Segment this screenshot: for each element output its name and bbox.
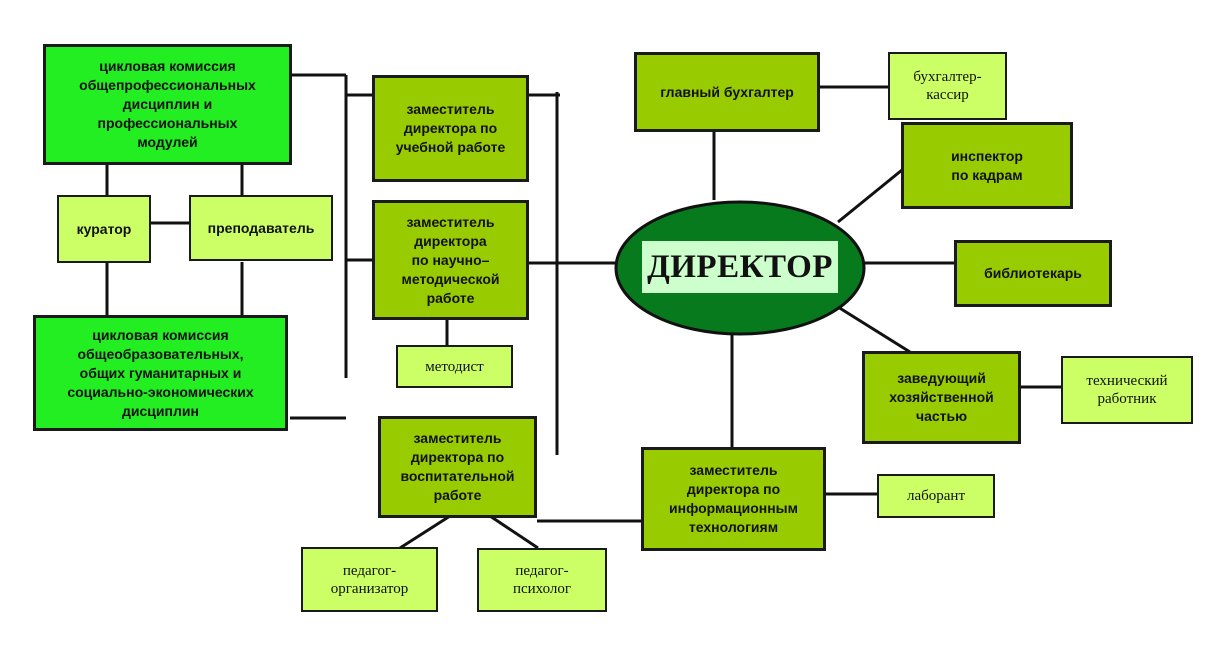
facilities-head-node: заведующий хозяйственной частью <box>862 351 1021 444</box>
deputy-methodical-node: заместитель директора по научно– методич… <box>372 200 529 320</box>
hr-inspector-node: инспектор по кадрам <box>901 122 1073 209</box>
deputy-academic-node: заместитель директора по учебной работе <box>372 75 529 182</box>
technical-worker-node: технический работник <box>1061 356 1193 424</box>
accountant-cashier-node: бухгалтер- кассир <box>888 52 1007 120</box>
methodist-node: методист <box>396 345 513 388</box>
curator-node: куратор <box>57 195 151 263</box>
teacher-psychologist-node: педагог- психолог <box>477 548 607 612</box>
chief-accountant-node: главный бухгалтер <box>634 52 820 132</box>
librarian-node: библиотекарь <box>954 240 1112 307</box>
director-node: ДИРЕКТОР <box>642 241 838 293</box>
lab-assistant-node: лаборант <box>877 474 995 518</box>
deputy-it-node: заместитель директора по информационным … <box>641 447 826 551</box>
deputy-educational-node: заместитель директора по воспитательной … <box>378 416 537 518</box>
teacher-node: преподаватель <box>189 195 333 261</box>
teacher-organizer-node: педагог- организатор <box>301 547 438 612</box>
cycle-commission-professional: цикловая комиссия общепрофессиональных д… <box>43 44 292 165</box>
cycle-commission-general: цикловая комиссия общеобразовательных, о… <box>33 315 288 431</box>
